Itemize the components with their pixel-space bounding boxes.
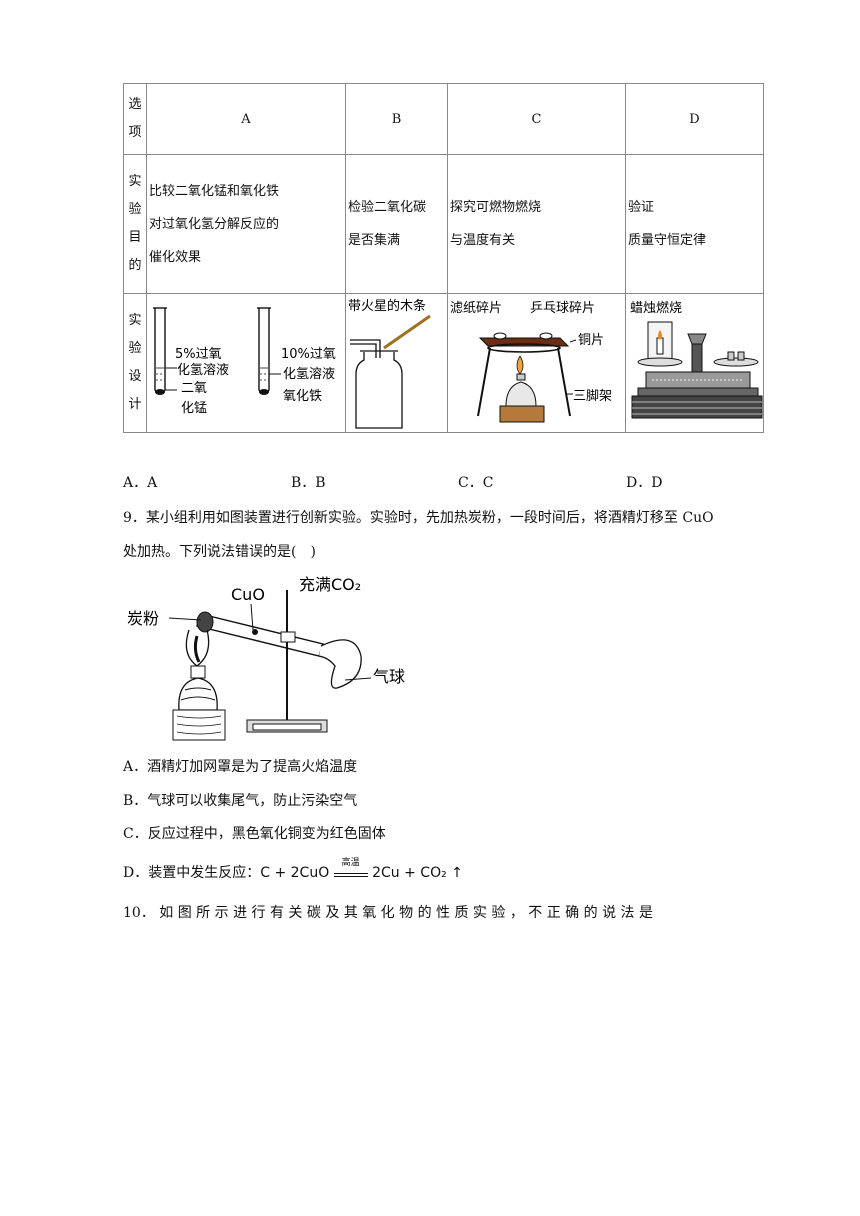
design-a-figure: 5%过氧 化氢溶液 二氧 化锰 10%过氧 化氢溶液 xyxy=(146,293,346,433)
header-option-d: D xyxy=(625,83,764,155)
tube1-label-2: 化氢溶液 xyxy=(177,363,229,378)
label-balloon: 气球 xyxy=(373,667,405,686)
tube1-label-4: 化锰 xyxy=(181,401,207,416)
purpose-b: 检验二氧化碳 是否集满 xyxy=(345,154,448,294)
q9-choice-c[interactable]: C．反应过程中，黑色氧化铜变为红色固体 xyxy=(123,826,386,842)
q9-choice-d-prefix: D．装置中发生反应： xyxy=(123,865,261,881)
q9-choice-d[interactable]: D．装置中发生反应：C + 2CuO 高温 2Cu + CO₂ ↑ xyxy=(123,858,463,882)
tube2-label-3: 氧化铁 xyxy=(283,389,322,404)
tube1-label-3: 二氧 xyxy=(181,381,207,396)
design-d-figure: 蜡烛燃烧 xyxy=(625,293,764,433)
design-label: 实 验 设 计 xyxy=(123,293,147,433)
purpose-d: 验证 质量守恒定律 xyxy=(625,154,764,294)
header-option-a: A xyxy=(146,83,346,155)
q8-option-c[interactable]: C．C xyxy=(458,475,494,491)
reaction-condition-text: 高温 xyxy=(341,858,360,868)
label-carbon: 炭粉 xyxy=(127,609,159,628)
alcohol-lamp xyxy=(499,355,545,423)
design-c-label-tripod: 三脚架 xyxy=(573,388,612,404)
balance xyxy=(631,321,763,419)
q9-choice-d-right: 2Cu + CO₂ ↑ xyxy=(372,865,463,881)
table-design-row: 实 验 设 计 xyxy=(123,293,764,433)
header-option-c: C xyxy=(447,83,626,155)
test-tube-1 xyxy=(153,307,177,395)
purpose-c: 探究可燃物燃烧 与温度有关 xyxy=(447,154,626,294)
q9-stem-line1: 9．某小组利用如图装置进行创新实验。实验时，先加热炭粉，一段时间后，将酒精灯移至… xyxy=(123,510,714,526)
q8-option-d[interactable]: D．D xyxy=(626,475,663,491)
q9-apparatus-figure: 炭粉 CuO 充满CO₂ 气球 xyxy=(127,575,405,741)
gas-bottle xyxy=(350,339,403,429)
reaction-condition: 高温 xyxy=(333,858,368,877)
table-header-row: 选 项 A B C D xyxy=(123,83,764,155)
wood-splint xyxy=(383,314,431,350)
design-c-figure: 滤纸碎片 乒乓球碎片 铜片 三脚架 xyxy=(447,293,626,433)
table-purpose-row: 实 验 目 的 比较二氧化锰和氧化铁 对过氧化氢分解反应的 催化效果 检验二氧化… xyxy=(123,154,764,294)
design-d-caption: 蜡烛燃烧 xyxy=(630,300,682,316)
experiment-table: 选 项 A B C D 实 验 目 的 比较二氧化锰和氧化铁 对过氧化氢分解反应… xyxy=(123,83,764,433)
design-c-label-filter: 滤纸碎片 xyxy=(450,301,502,316)
q8-option-b[interactable]: B．B xyxy=(291,475,326,491)
test-tube-2 xyxy=(257,307,281,395)
q8-option-a[interactable]: A．A xyxy=(123,475,158,491)
purpose-label: 实 验 目 的 xyxy=(123,154,147,294)
stand xyxy=(246,590,328,733)
label-co2: 充满CO₂ xyxy=(299,575,361,594)
design-b-caption: 带火星的木条 xyxy=(348,298,426,314)
tube2-label-2: 化氢溶液 xyxy=(283,367,335,382)
q10-stem: 10． 如 图 所 示 进 行 有 关 碳 及 其 氧 化 物 的 性 质 实 … xyxy=(123,905,653,921)
tube1-label-1: 5%过氧 xyxy=(175,347,222,362)
q9-choice-a[interactable]: A．酒精灯加网罩是为了提高火焰温度 xyxy=(123,759,358,775)
header-label: 选 项 xyxy=(123,83,147,155)
label-cuo: CuO xyxy=(231,585,265,604)
design-c-label-copper: 铜片 xyxy=(578,333,604,348)
reaction-tube xyxy=(168,603,324,657)
design-b-figure: 带火星的木条 xyxy=(345,293,448,433)
design-c-label-pingpong: 乒乓球碎片 xyxy=(530,301,595,316)
tube2-label-1: 10%过氧 xyxy=(281,347,336,362)
q9-choice-b[interactable]: B．气球可以收集尾气，防止污染空气 xyxy=(123,793,358,809)
q9-stem-line2: 处加热。下列说法错误的是( ) xyxy=(123,544,316,560)
header-option-b: B xyxy=(345,83,448,155)
q9-choice-d-left: C + 2CuO xyxy=(260,865,330,881)
purpose-a: 比较二氧化锰和氧化铁 对过氧化氢分解反应的 催化效果 xyxy=(146,154,346,294)
balloon xyxy=(318,639,372,689)
alcohol-lamp-with-mesh xyxy=(172,629,226,741)
